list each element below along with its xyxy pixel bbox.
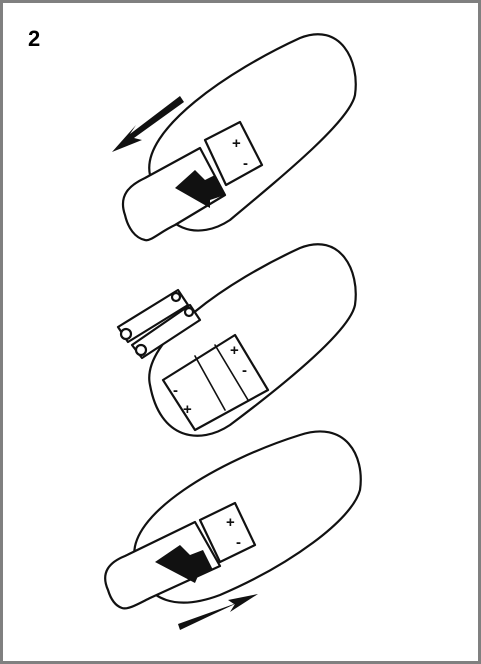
minus-sign: - <box>243 155 248 172</box>
polarity-1: + <box>230 342 239 359</box>
plus-sign: + <box>232 135 241 152</box>
panel-replace-cover: + - <box>105 431 361 630</box>
polarity-3: - <box>173 382 178 399</box>
polarity-2: - <box>242 362 247 379</box>
panel-insert-batteries: + - - + <box>118 244 356 436</box>
polarity-4: + <box>183 401 192 418</box>
panel-remove-cover: + - <box>112 34 356 240</box>
minus-sign-bottom: - <box>236 534 241 551</box>
plus-sign-bottom: + <box>226 514 235 531</box>
